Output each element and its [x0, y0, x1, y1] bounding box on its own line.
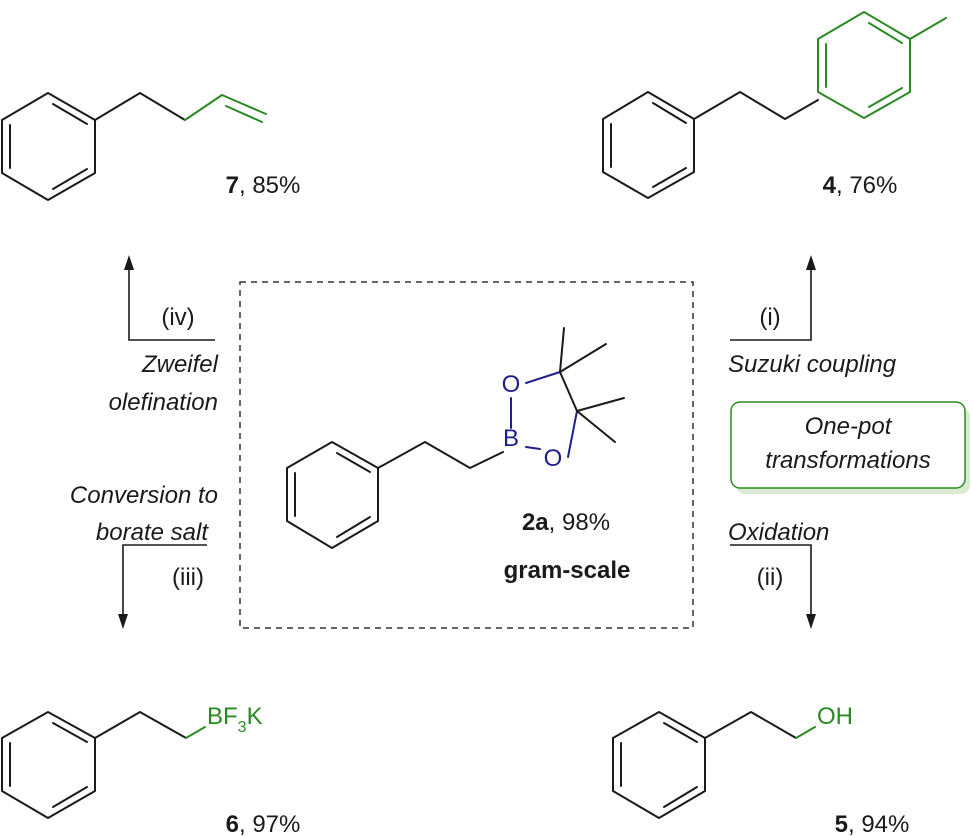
step-iv-line1: Zweifel — [141, 351, 219, 378]
hydroxyl-group: OH — [817, 703, 853, 730]
step-i-numeral: (i) — [759, 304, 780, 331]
compound-6-structure — [1, 711, 206, 819]
oxygen-atom-2: O — [544, 445, 563, 472]
step-iii-line2: borate salt — [96, 519, 209, 546]
step-ii-numeral: (ii) — [757, 564, 784, 591]
ethyl-chain — [704, 711, 797, 739]
step-iii-line1: Conversion to — [70, 482, 218, 509]
arrow-iii — [118, 544, 207, 629]
propyl-chain — [94, 92, 186, 121]
arrow-head-icon — [806, 614, 816, 629]
trifluoroborate-group: BF3K — [207, 703, 263, 736]
compound-7-label: 7, 85% — [226, 172, 301, 199]
arrow-head-icon — [806, 255, 816, 270]
benzene-ring — [286, 441, 379, 549]
callout-line1: One-pot — [805, 413, 893, 440]
step-iii-numeral: (iii) — [172, 564, 204, 591]
gram-scale-label: gram-scale — [504, 557, 631, 584]
arrow-ii — [730, 544, 816, 629]
compound-2a-label: 2a, 98% — [522, 509, 610, 536]
benzene-ring — [612, 711, 706, 819]
ethylene-linker — [693, 91, 819, 120]
ethyl-chain — [377, 441, 504, 469]
benzene-ring — [1, 92, 96, 201]
step-i-line1: Suzuki coupling — [728, 351, 897, 378]
one-pot-callout: One-pot transformations — [730, 401, 970, 494]
step-iv-line2: olefination — [109, 389, 218, 416]
arrow-head-icon — [118, 614, 128, 629]
step-ii-line1: Oxidation — [728, 519, 829, 546]
compound-4-structure — [602, 11, 947, 199]
step-iv-numeral: (iv) — [161, 304, 194, 331]
oxygen-atom-1: O — [502, 371, 521, 398]
ethyl-chain — [94, 711, 187, 739]
compound-2a-structure: O B O — [286, 327, 625, 549]
boron-atom: B — [503, 425, 519, 452]
compound-6-label: 6, 97% — [226, 811, 301, 836]
compound-7-structure — [1, 92, 267, 201]
benzene-ring — [602, 91, 695, 199]
center-box — [239, 281, 694, 629]
benzene-ring — [1, 711, 96, 819]
callout-frame — [730, 401, 966, 489]
arrow-head-icon — [124, 255, 134, 270]
compound-4-label: 4, 76% — [823, 172, 898, 199]
callout-line2: transformations — [765, 447, 930, 474]
dashed-frame — [239, 281, 694, 629]
compound-5-label: 5, 94% — [835, 811, 910, 836]
tolyl-ring — [817, 11, 911, 119]
arrow-i — [730, 255, 816, 341]
compound-5-structure — [612, 711, 816, 819]
arrow-iv — [124, 255, 215, 341]
